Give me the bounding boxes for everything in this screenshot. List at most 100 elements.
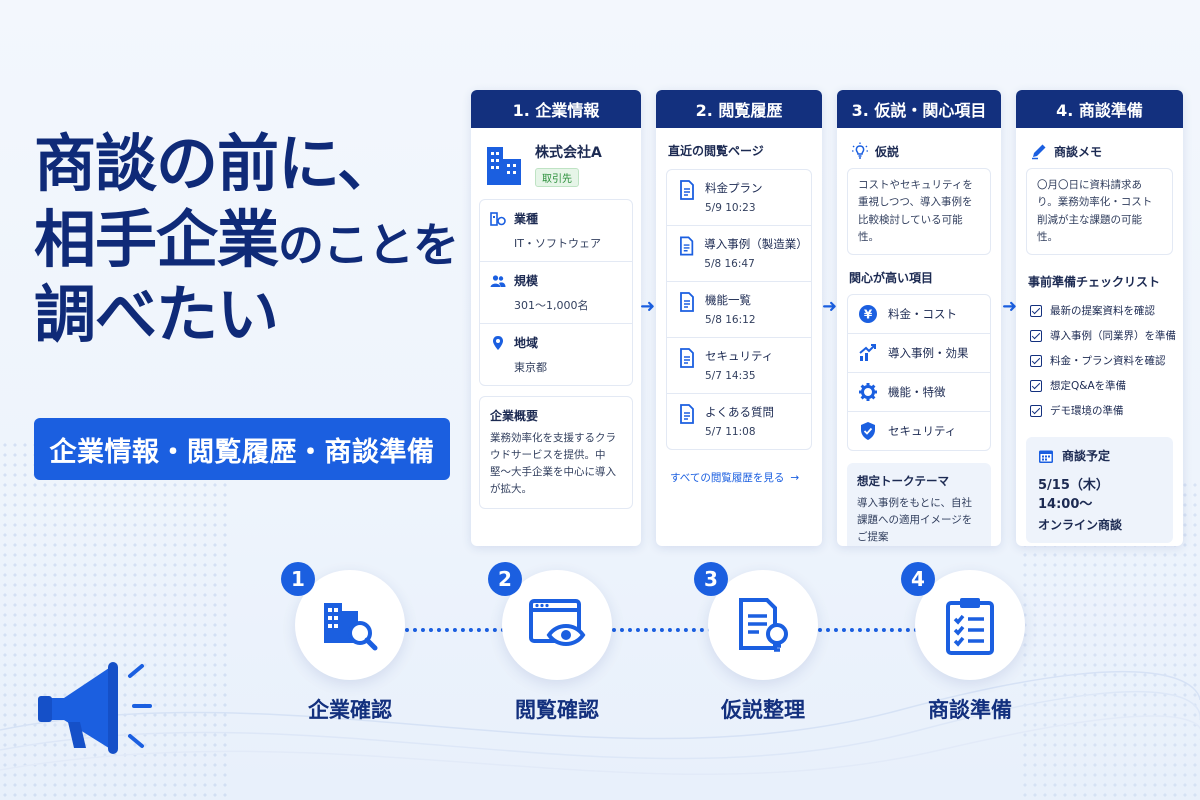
- document-icon: [680, 348, 694, 368]
- checkbox-checked-icon[interactable]: [1030, 379, 1042, 392]
- meeting-title: 商談予定: [1062, 449, 1111, 464]
- talk-text: 導入事例をもとに、自社課題への適用イメージをご提案: [857, 497, 973, 543]
- list-item: ¥ 料金・コスト: [848, 295, 990, 335]
- decorative-wave: [0, 670, 1200, 775]
- headline-line-2: 相手企業のことを: [34, 202, 459, 276]
- history-title: 導入事例（製造業）: [704, 237, 808, 251]
- overview-title: 企業概要: [490, 409, 539, 423]
- step-connector: [612, 628, 712, 632]
- checklist-item[interactable]: 料金・プラン資料を確認: [1016, 348, 1183, 373]
- meeting-schedule: 商談予定 5/15（木）14:00〜 オンライン商談: [1026, 437, 1173, 544]
- talk-theme: 想定トークテーマ 導入事例をもとに、自社課題への適用イメージをご提案: [847, 463, 991, 546]
- industry-icon: [490, 211, 506, 226]
- history-time: 5/8 16:12: [705, 314, 756, 326]
- attribute-value: 東京都: [514, 361, 547, 374]
- attribute-label: 規模: [514, 274, 539, 288]
- people-icon: [490, 274, 506, 287]
- attribute-label: 業種: [514, 212, 539, 226]
- checklist-title: 事前準備チェックリスト: [1028, 275, 1161, 290]
- shield-icon: [861, 422, 875, 441]
- column-hypothesis: 3. 仮説・関心項目 仮説 コストやセキュリティを重視しつつ、導入事例を比較検討…: [837, 90, 1001, 546]
- step-label: 商談準備: [928, 698, 1012, 722]
- interest-title: 関心が高い項目: [849, 271, 934, 286]
- see-all-history-link[interactable]: すべての閲覧履歴を見る →: [656, 450, 822, 485]
- meeting-type: オンライン商談: [1038, 518, 1123, 533]
- checklist-item[interactable]: 導入事例（同業界）を準備: [1016, 323, 1183, 348]
- headline: 商談の前に、 相手企業のことを 調べたい: [34, 126, 459, 353]
- document-icon: [680, 236, 694, 256]
- checklist-label: 導入事例（同業界）を準備: [1050, 330, 1176, 343]
- arrow-right-icon: ➜: [1002, 296, 1018, 317]
- history-time: 5/9 10:23: [705, 202, 756, 214]
- browser-eye-icon: [529, 599, 586, 646]
- history-time: 5/8 16:47: [704, 258, 755, 270]
- checkbox-checked-icon[interactable]: [1030, 354, 1042, 367]
- checkbox-checked-icon[interactable]: [1030, 304, 1042, 317]
- status-badge: 取引先: [535, 168, 579, 187]
- hypothesis-title: 仮説: [875, 144, 900, 159]
- attribute-list: 業種 IT・ソフトウェア 規模 301〜1,000名 地域 東京都: [479, 199, 633, 386]
- section-title: 直近の閲覧ページ: [668, 144, 764, 158]
- location-icon: [493, 335, 503, 350]
- yen-icon: ¥: [859, 305, 877, 324]
- attribute-value: 301〜1,000名: [514, 299, 589, 312]
- hypothesis-heading: 仮説: [837, 128, 1001, 168]
- checkbox-checked-icon[interactable]: [1030, 404, 1042, 417]
- pencil-icon: [1032, 144, 1046, 160]
- step-connector: [818, 628, 918, 632]
- column-header: 4. 商談準備: [1016, 90, 1183, 128]
- checklist-item[interactable]: 想定Q&Aを準備: [1016, 373, 1183, 398]
- attribute-label: 地域: [514, 336, 539, 350]
- chart-up-icon: [859, 344, 876, 362]
- checklist-item[interactable]: 最新の提案資料を確認: [1016, 298, 1183, 323]
- step-1: 1 企業確認: [270, 562, 430, 724]
- arrow-right-icon: ➜: [822, 296, 838, 317]
- column-meeting-prep: 4. 商談準備 商談メモ 〇月〇日に資料請求あり。業務効率化・コスト削減が主な課…: [1016, 90, 1183, 546]
- company-overview: 企業概要 業務効率化を支援するクラウドサービスを提供。中堅〜大手企業を中心に導入…: [479, 396, 633, 509]
- checklist-label: 最新の提案資料を確認: [1050, 305, 1155, 318]
- svg-text:¥: ¥: [864, 308, 873, 322]
- checklist-item[interactable]: デモ環境の準備: [1016, 398, 1183, 423]
- document-bulb-icon: [739, 598, 788, 652]
- checklist: 最新の提案資料を確認 導入事例（同業界）を準備 料金・プラン資料を確認 想定Q&…: [1016, 298, 1183, 423]
- list-item[interactable]: 導入事例（製造業） 5/8 16:47: [667, 226, 811, 282]
- step-number: 2: [488, 562, 522, 596]
- step-label: 仮説整理: [721, 698, 805, 722]
- hypothesis-text: コストやセキュリティを重視しつつ、導入事例を比較検討している可能性。: [847, 168, 991, 256]
- step-label: 企業確認: [308, 698, 392, 722]
- calendar-icon: [1039, 450, 1053, 463]
- checklist-label: デモ環境の準備: [1050, 405, 1124, 418]
- headline-line-1: 商談の前に、: [34, 127, 399, 200]
- list-item: 機能・特徴: [848, 373, 990, 413]
- checkbox-checked-icon[interactable]: [1030, 329, 1042, 342]
- memo-heading: 商談メモ: [1016, 128, 1183, 168]
- column-company-info: 1. 企業情報 株式会社A 取引先 業種 IT・ソフトウェア: [471, 90, 641, 546]
- list-item: セキュリティ: [848, 412, 990, 450]
- gear-icon: [859, 383, 877, 402]
- column-header: 2. 閲覧履歴: [656, 90, 822, 128]
- memo-text: 〇月〇日に資料請求あり。業務効率化・コスト削減が主な課題の可能性。: [1026, 168, 1173, 256]
- see-all-label: すべての閲覧履歴を見る: [670, 472, 785, 484]
- step-4: 4 商談準備: [890, 562, 1050, 724]
- company-name: 株式会社A: [535, 145, 602, 161]
- step-2: 2 閲覧確認: [477, 562, 637, 724]
- step-number: 4: [901, 562, 935, 596]
- interest-label: 機能・特徴: [888, 385, 946, 400]
- checklist-label: 料金・プラン資料を確認: [1050, 355, 1166, 368]
- building-icon: [487, 146, 521, 185]
- document-icon: [680, 180, 694, 200]
- history-time: 5/7 11:08: [705, 426, 756, 438]
- history-title: セキュリティ: [705, 349, 774, 363]
- building-search-icon: [324, 603, 378, 651]
- clipboard-check-icon: [946, 598, 994, 655]
- column-header: 1. 企業情報: [471, 90, 641, 128]
- attribute-industry: 業種 IT・ソフトウェア: [480, 200, 632, 262]
- list-item[interactable]: よくある質問 5/7 11:08: [667, 394, 811, 449]
- attribute-value: IT・ソフトウェア: [514, 237, 601, 250]
- memo-title: 商談メモ: [1054, 144, 1103, 159]
- history-title: よくある質問: [705, 405, 774, 419]
